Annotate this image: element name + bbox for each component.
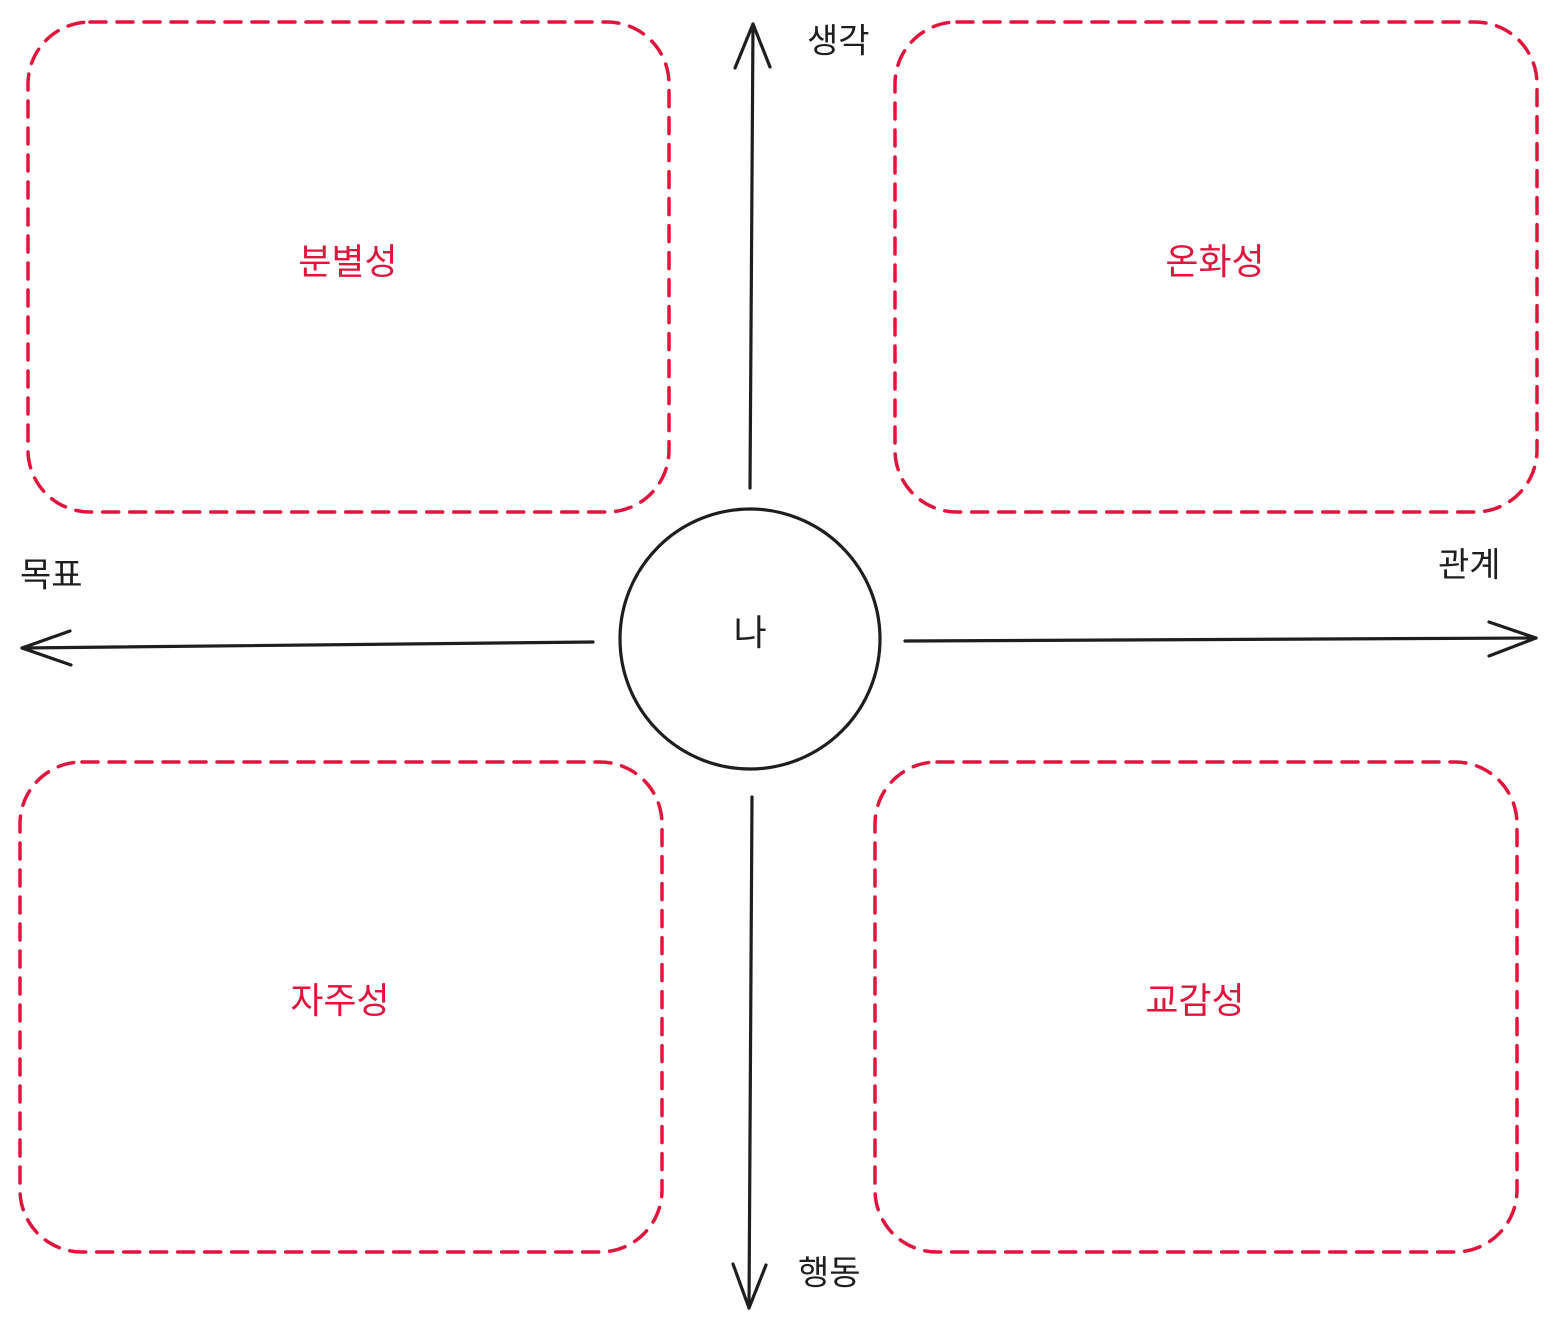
quadrant-box-bottom-left (18, 760, 664, 1254)
arrowhead-left-icon (20, 629, 73, 667)
axis-arrow-left (20, 629, 595, 667)
quadrant-label-bottom-left: 자주성 (290, 981, 389, 1022)
arrowhead-up-icon (733, 22, 772, 70)
quadrant-box-top-right (893, 20, 1539, 514)
quadrant-box-top-left (26, 20, 671, 514)
axis-arrow-down (731, 795, 768, 1310)
quadrant-label-top-right: 온화성 (1165, 242, 1264, 283)
axis-label-down: 행동 (798, 1254, 861, 1294)
axis-label-right: 관계 (1438, 546, 1501, 586)
quadrant-label-top-left: 분별성 (298, 242, 397, 283)
center-label: 나 (733, 613, 766, 654)
axis-arrow-up (733, 22, 772, 490)
quadrant-label-bottom-right: 교감성 (1145, 981, 1244, 1022)
arrowhead-down-icon (731, 1262, 768, 1310)
quadrant-box-bottom-right (873, 760, 1519, 1254)
axis-arrow-right (903, 620, 1538, 658)
axis-label-up: 생각 (807, 22, 870, 62)
arrowhead-right-icon (1487, 620, 1538, 658)
center-circle (618, 507, 882, 771)
axis-label-left: 목표 (20, 556, 83, 596)
